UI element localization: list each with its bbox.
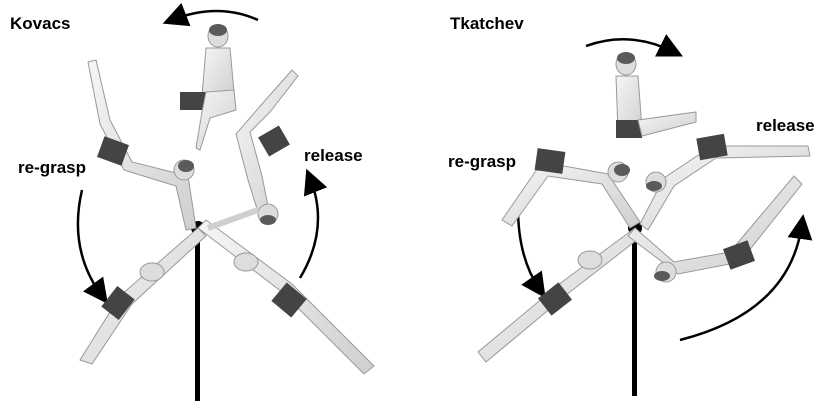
kovacs-figure	[0, 0, 412, 401]
regrasp-arrow	[518, 208, 540, 290]
high-bar-pole	[632, 228, 637, 396]
tkatchev-figure	[412, 0, 824, 401]
release-arrow	[300, 178, 318, 278]
gymnast-release-stretch	[640, 134, 810, 230]
top-rotation-arrow	[172, 11, 258, 20]
tkatchev-release-label: release	[756, 116, 815, 136]
gymnast-flight-pike	[616, 52, 696, 138]
gymnast-regrasp-stretch	[502, 148, 640, 228]
kovacs-release-label: release	[304, 146, 363, 166]
kovacs-regrasp-label: re-grasp	[18, 158, 86, 178]
gymnast-regrasp-pike	[88, 60, 196, 230]
tkatchev-regrasp-label: re-grasp	[448, 152, 516, 172]
high-bar-pole	[195, 228, 200, 401]
gymnast-swing-lower-left	[478, 228, 642, 362]
tkatchev-title: Tkatchev	[450, 14, 524, 34]
kovacs-panel: Kovacs re-grasp release	[0, 0, 412, 401]
tkatchev-panel: Tkatchev re-grasp release	[412, 0, 824, 401]
gymnast-swing-lower-right	[198, 220, 374, 374]
regrasp-arrow	[78, 190, 102, 296]
kovacs-title: Kovacs	[10, 14, 70, 34]
top-rotation-arrow	[586, 39, 674, 52]
gymnast-swing-lower-left	[80, 228, 206, 364]
gymnast-flight-tuck	[180, 24, 236, 150]
